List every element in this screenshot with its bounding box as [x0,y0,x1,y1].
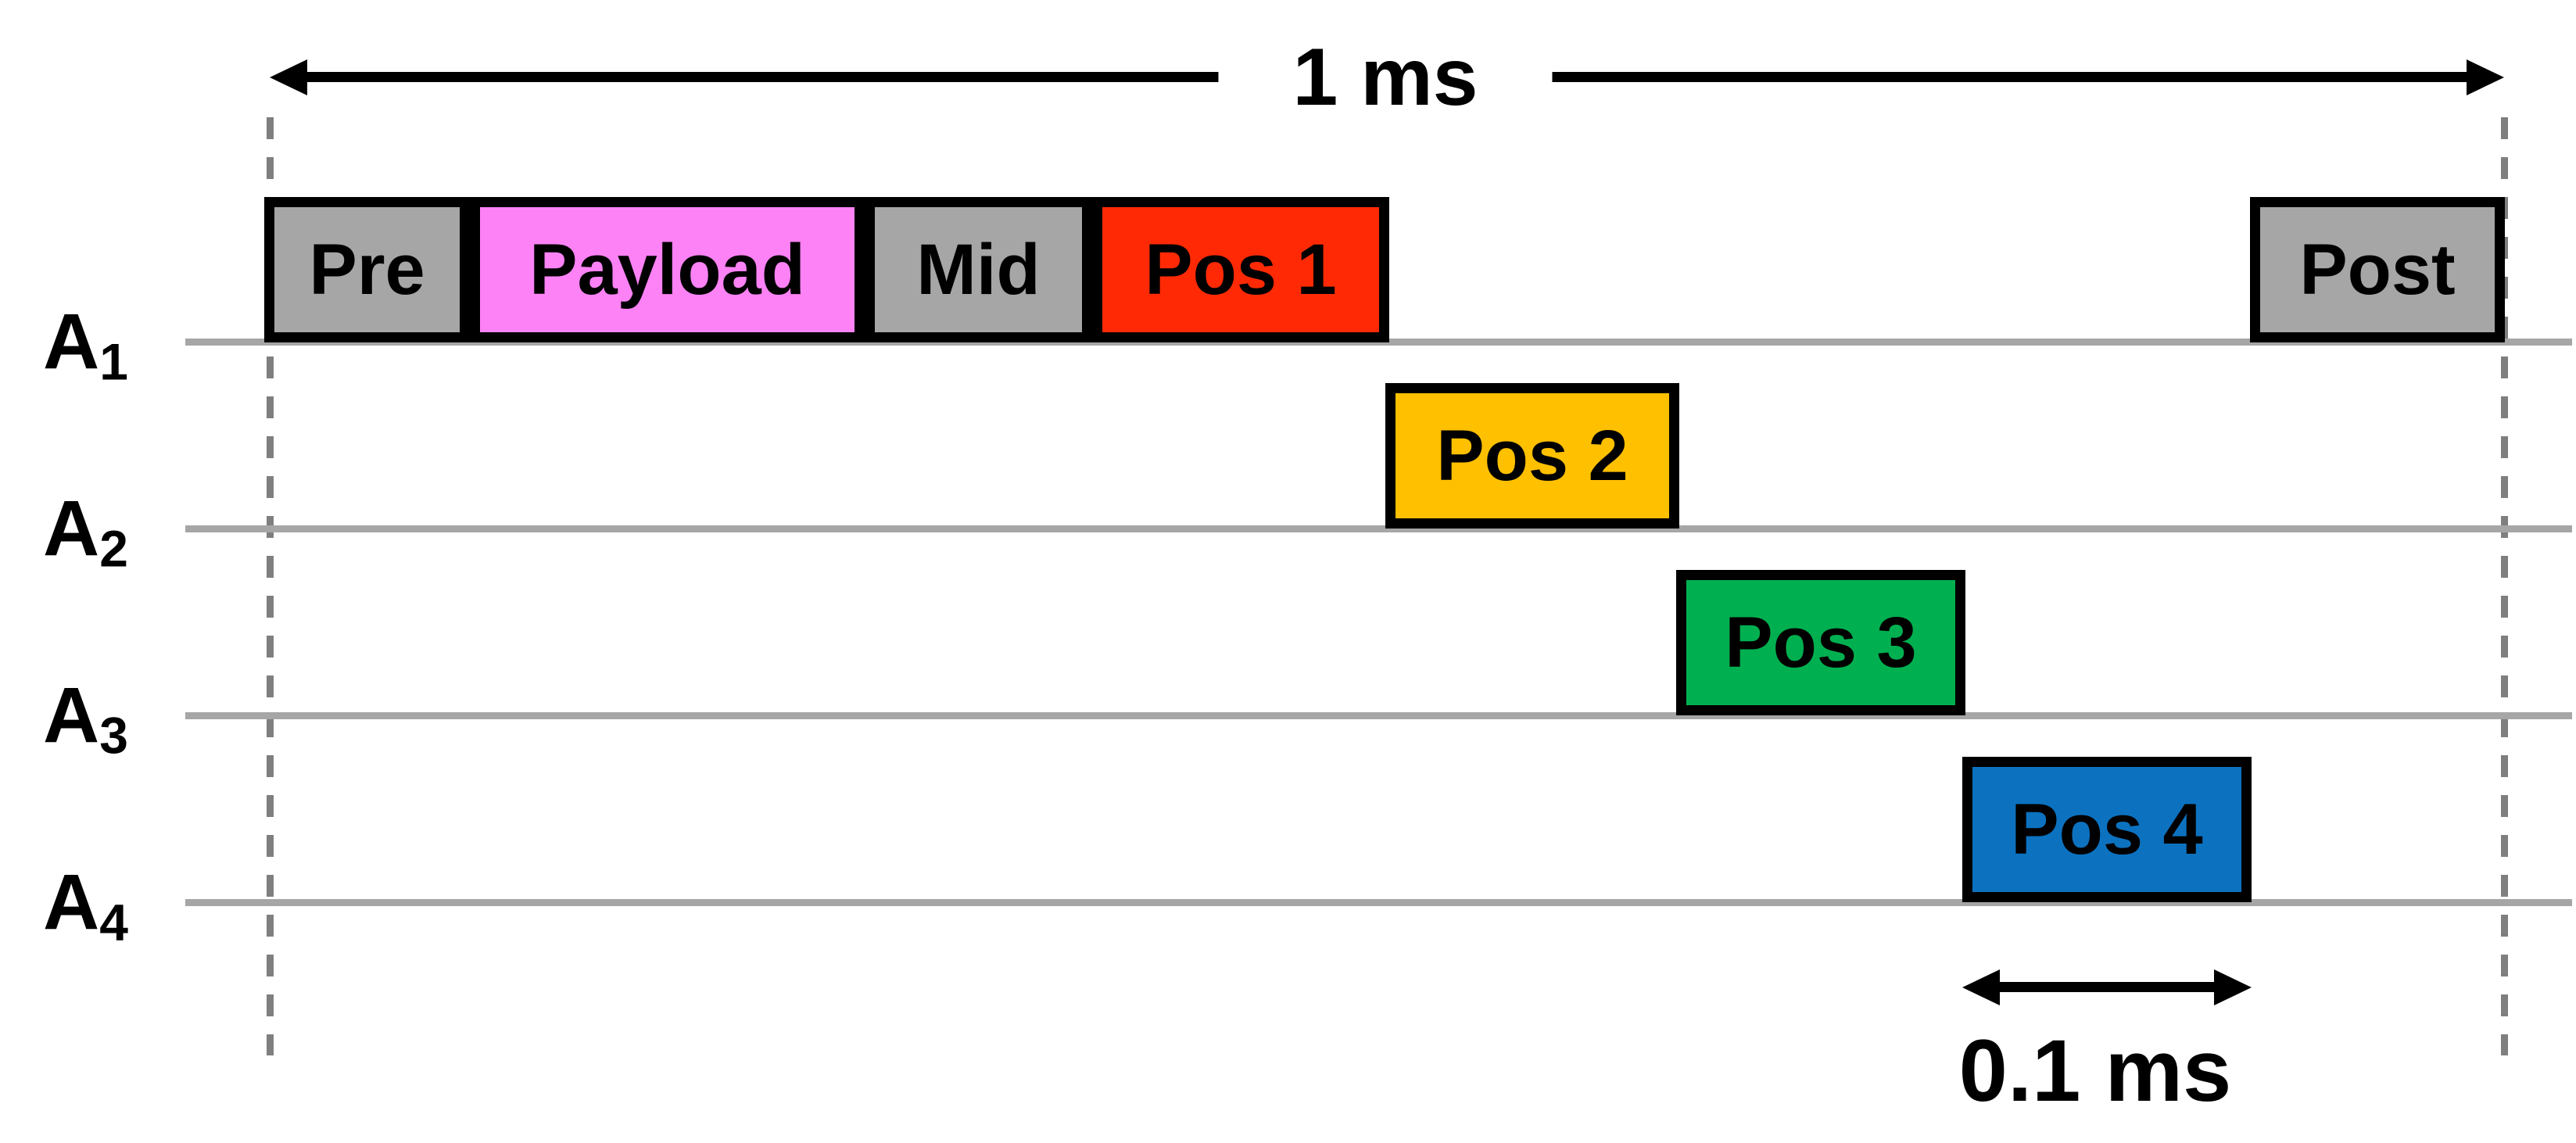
row-label-subscript: 2 [99,519,128,578]
block-payload: Payload [470,197,865,342]
row-label-a3: A3 [43,676,128,761]
row-label-base: A [43,672,100,759]
frame-start-dashed-guide [267,117,274,1055]
left-arrowhead-icon [270,59,307,95]
slot-left-arrowhead-icon [1962,969,2000,1005]
frame-end-dashed-guide [2501,117,2508,1055]
row-label-a2: A2 [43,489,128,575]
slot-right-arrowhead-icon [2214,969,2252,1005]
row-label-a4: A4 [43,863,128,948]
block-pos1: Pos 1 [1092,197,1389,342]
track-line-a3 [185,712,2572,719]
block-pos4: Pos 4 [1962,757,2252,902]
row-label-subscript: 1 [99,332,128,391]
block-pre: Pre [264,197,470,342]
slot-duration-label: 0.1 ms [1958,1022,2232,1120]
row-label-base: A [43,298,100,385]
row-label-subscript: 4 [99,893,128,951]
row-label-base: A [43,858,100,946]
row-label-base: A [43,485,100,572]
right-arrowhead-icon [2467,59,2504,95]
track-line-a2 [185,525,2572,532]
frame-duration-label: 1 ms [1218,33,1553,122]
slot-duration-arrow-line [1994,982,2224,992]
row-label-a1: A1 [43,303,128,388]
block-pos3: Pos 3 [1676,570,1965,715]
row-label-subscript: 3 [99,706,128,765]
block-post: Post [2250,197,2505,342]
track-line-a4 [185,899,2572,906]
block-pos2: Pos 2 [1385,383,1679,529]
block-mid: Mid [865,197,1092,342]
